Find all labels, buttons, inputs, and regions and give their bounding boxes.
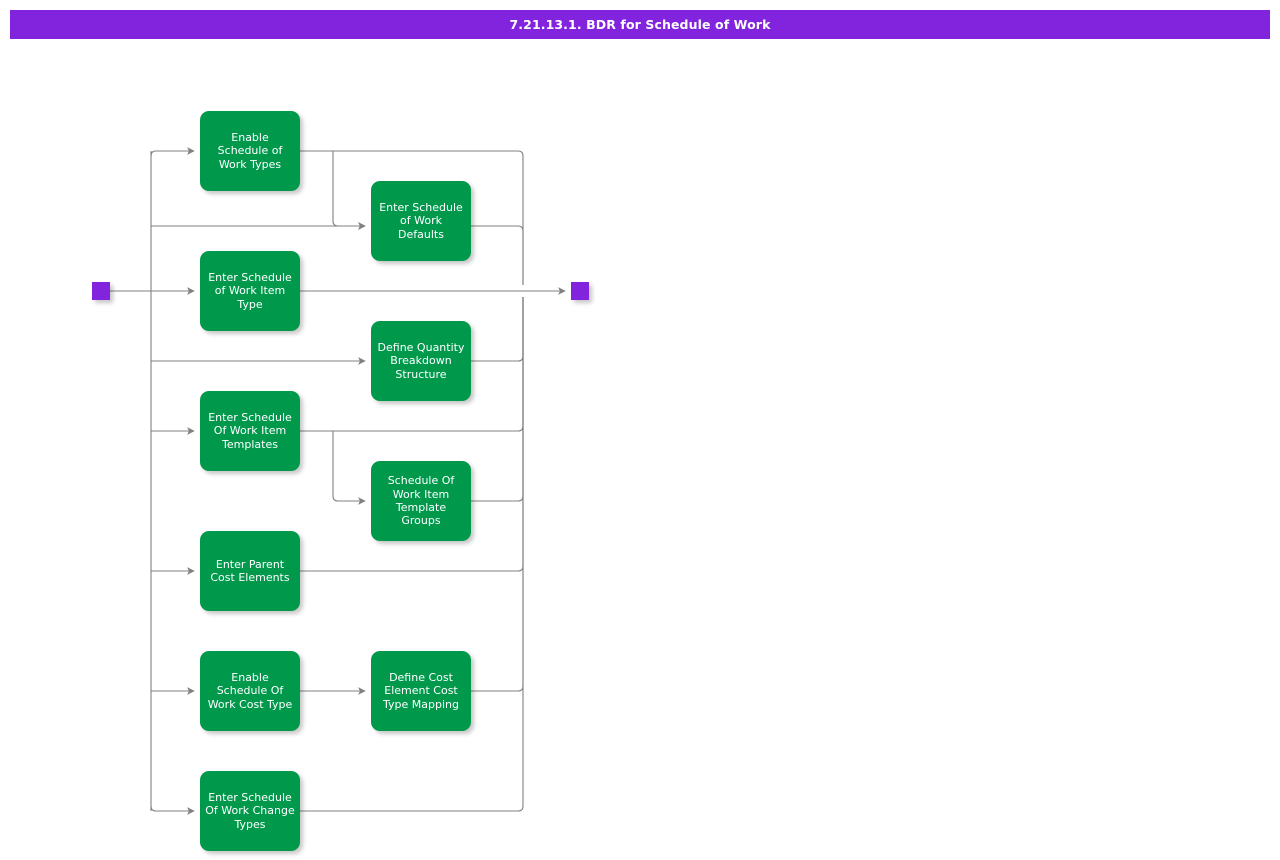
node-enable-schedule-of-work-types[interactable]: Enable Schedule of Work Types bbox=[200, 111, 300, 191]
node-label: Define Quantity Breakdown Structure bbox=[377, 341, 465, 381]
edge-rail-n10 bbox=[150, 805, 195, 815]
node-enter-schedule-of-work-change-types[interactable]: Enter Schedule Of Work Change Types bbox=[200, 771, 300, 851]
edge-n6-to-rightrail bbox=[471, 297, 524, 502]
node-enter-schedule-of-work-item-type[interactable]: Enter Schedule of Work Item Type bbox=[200, 251, 300, 331]
edge-n2-to-rightrail bbox=[471, 225, 524, 285]
node-define-quantity-breakdown-structure[interactable]: Define Quantity Breakdown Structure bbox=[371, 321, 471, 401]
node-enter-schedule-of-work-item-templates[interactable]: Enter Schedule Of Work Item Templates bbox=[200, 391, 300, 471]
edge-n1-branch-n2 bbox=[332, 151, 366, 230]
node-label: Define Cost Element Cost Type Mapping bbox=[383, 671, 459, 711]
node-label: Enter Schedule Of Work Item Templates bbox=[208, 411, 292, 451]
node-enter-schedule-of-work-defaults[interactable]: Enter Schedule of Work Defaults bbox=[371, 181, 471, 261]
node-label: Enable Schedule Of Work Cost Type bbox=[207, 671, 293, 711]
node-enter-parent-cost-elements[interactable]: Enter Parent Cost Elements bbox=[200, 531, 300, 611]
node-label: Enable Schedule of Work Types bbox=[217, 131, 283, 171]
node-label: Enter Schedule of Work Item Type bbox=[208, 271, 292, 311]
start-node[interactable] bbox=[92, 282, 110, 300]
node-label: Schedule Of Work Item Template Groups bbox=[387, 474, 455, 528]
node-label: Enter Parent Cost Elements bbox=[210, 557, 290, 584]
edge-rail-n1 bbox=[150, 147, 195, 157]
node-label: Enter Schedule Of Work Change Types bbox=[205, 791, 295, 831]
node-define-cost-element-cost-type-mapping[interactable]: Define Cost Element Cost Type Mapping bbox=[371, 651, 471, 731]
edge-n4-to-rightrail bbox=[471, 297, 524, 362]
edge-n9-to-rightrail bbox=[471, 297, 524, 692]
end-node[interactable] bbox=[571, 282, 589, 300]
node-label: Enter Schedule of Work Defaults bbox=[379, 201, 463, 241]
node-schedule-of-work-item-template-groups[interactable]: Schedule Of Work Item Template Groups bbox=[371, 461, 471, 541]
page-title: 7.21.13.1. BDR for Schedule of Work bbox=[10, 10, 1270, 39]
node-enable-schedule-of-work-cost-type[interactable]: Enable Schedule Of Work Cost Type bbox=[200, 651, 300, 731]
edge-n5-branch-n6 bbox=[332, 431, 366, 505]
